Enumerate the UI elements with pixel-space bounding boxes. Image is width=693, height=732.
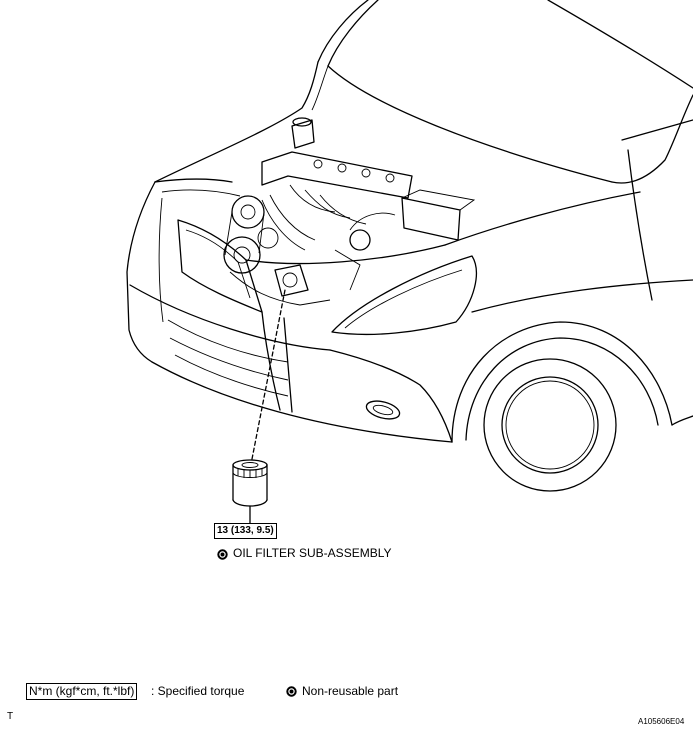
tire bbox=[483, 358, 617, 492]
oil-filter-grip bbox=[237, 468, 263, 478]
front-left-body bbox=[126, 181, 156, 363]
oil-filter bbox=[232, 289, 286, 524]
lower-grille-slat-2 bbox=[169, 337, 289, 381]
fog-lamp-lens bbox=[372, 404, 394, 416]
window-line bbox=[621, 119, 693, 141]
drive-belt-left bbox=[224, 211, 233, 256]
spark-plug-hole-3 bbox=[361, 168, 371, 178]
torque-callout: 13 (133, 9.5) bbox=[214, 523, 277, 539]
exhaust-shield-1 bbox=[261, 199, 306, 251]
spark-plug-hole-2 bbox=[337, 163, 347, 173]
legend-torque-unit: N*m (kgf*cm, ft.*lbf) bbox=[26, 683, 138, 700]
hood-left-edge-outer bbox=[317, 0, 369, 63]
bay-front-edge bbox=[154, 178, 233, 183]
oil-filter-mount bbox=[274, 264, 309, 297]
non-reusable-part-icon bbox=[217, 549, 228, 560]
headlight bbox=[331, 255, 477, 336]
exhaust-shield-2 bbox=[269, 194, 316, 241]
headlight-inner bbox=[344, 269, 463, 329]
hood-side-edge bbox=[154, 61, 319, 183]
fog-lamp bbox=[365, 400, 401, 420]
front-center-line bbox=[261, 311, 281, 411]
reservoir-cap bbox=[292, 117, 312, 127]
throttle-body bbox=[349, 229, 371, 251]
corner-mark: T bbox=[7, 711, 14, 722]
legend-non-reusable-part-icon bbox=[286, 686, 297, 697]
wheel-arch-inner bbox=[465, 337, 659, 441]
oil-filter-port bbox=[241, 462, 259, 468]
engine-block-lower bbox=[229, 271, 331, 306]
hood-left-edge-inner bbox=[327, 0, 379, 67]
intake-runner-3 bbox=[319, 194, 367, 225]
fender-character-line bbox=[471, 279, 693, 313]
reservoir-tank bbox=[291, 119, 315, 149]
battery bbox=[401, 197, 461, 241]
front-corner-line bbox=[158, 197, 164, 323]
hood-front-lip bbox=[245, 244, 446, 265]
cam-cover bbox=[261, 151, 413, 199]
drive-belt-right bbox=[258, 212, 265, 254]
engine bbox=[223, 117, 476, 306]
hood-right-edge bbox=[611, 94, 693, 184]
roof-edge bbox=[547, 0, 693, 89]
idler-pulley bbox=[257, 227, 279, 249]
lower-grille-divider bbox=[283, 317, 293, 413]
wheel-rim-inner bbox=[505, 380, 595, 470]
spark-plug-hole-1 bbox=[313, 159, 323, 169]
figure-code: A105606E04 bbox=[638, 717, 685, 726]
door-front-edge bbox=[627, 149, 653, 301]
hood-side-inner-edge bbox=[311, 65, 329, 111]
oil-filter-bottom bbox=[232, 499, 268, 507]
crank-pulley-upper bbox=[231, 195, 265, 229]
fender-top-line bbox=[444, 191, 641, 246]
wheel-arch-outer bbox=[451, 321, 673, 443]
crank-pulley-lower bbox=[223, 236, 261, 274]
crank-pulley-upper-hub bbox=[240, 204, 256, 220]
crank-pulley-lower-hub bbox=[233, 246, 251, 264]
bumper-right-sweep bbox=[329, 349, 453, 443]
upper-grille-inner bbox=[185, 229, 251, 299]
car-body bbox=[126, 0, 693, 492]
rocker-line bbox=[671, 415, 693, 426]
upper-grille bbox=[177, 219, 263, 313]
intake-runner-2 bbox=[304, 189, 351, 219]
hood-rear-edge bbox=[327, 65, 613, 183]
battery-top bbox=[401, 189, 476, 211]
legend-non-reusable-text: Non-reusable part bbox=[302, 684, 399, 698]
engine-bracket bbox=[334, 249, 361, 291]
installation-dashed-line bbox=[251, 289, 286, 460]
legend-torque-text: : Specified torque bbox=[151, 684, 245, 698]
spark-plug-hole-4 bbox=[385, 173, 395, 183]
bumper-bottom bbox=[151, 361, 453, 443]
lower-grille-slat-1 bbox=[167, 319, 289, 363]
radiator-support bbox=[161, 189, 241, 197]
wheel-rim-outer bbox=[501, 376, 599, 474]
intake-tube bbox=[349, 212, 396, 231]
part-label: OIL FILTER SUB-ASSEMBLY bbox=[233, 546, 392, 560]
bumper-top bbox=[129, 284, 331, 351]
oil-filter-mount-boss bbox=[282, 272, 298, 288]
